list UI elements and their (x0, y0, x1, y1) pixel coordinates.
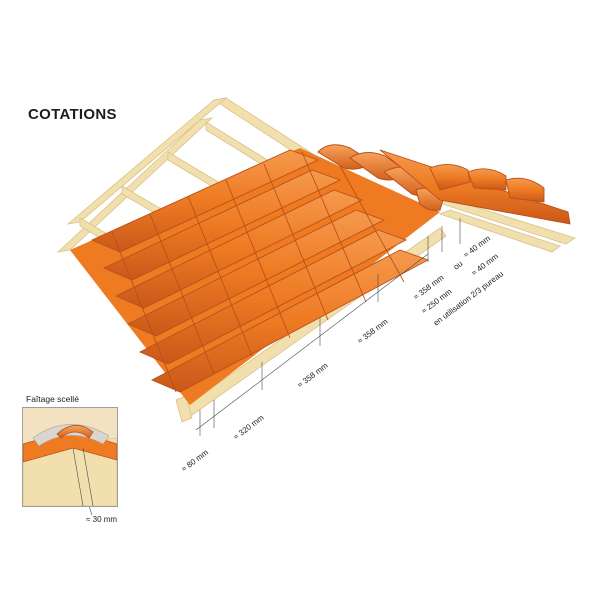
dim-80: ≈ 80 mm (180, 448, 210, 474)
inset-drawing (23, 408, 117, 506)
dim-358-b: ≈ 358 mm (356, 317, 390, 346)
inset-ridge-detail (22, 407, 118, 507)
dim-ou: ou (452, 259, 465, 272)
dimension-lines (195, 218, 461, 436)
inset-dim: ≈ 30 mm (86, 515, 117, 524)
inset-title: Faîtage scellé (26, 394, 79, 404)
page-title: COTATIONS (28, 106, 117, 123)
dim-358-a: ≈ 358 mm (296, 361, 330, 390)
tile-channels (111, 151, 405, 393)
dim-320: ≈ 320 mm (232, 413, 266, 442)
tile-field-right (379, 149, 571, 225)
